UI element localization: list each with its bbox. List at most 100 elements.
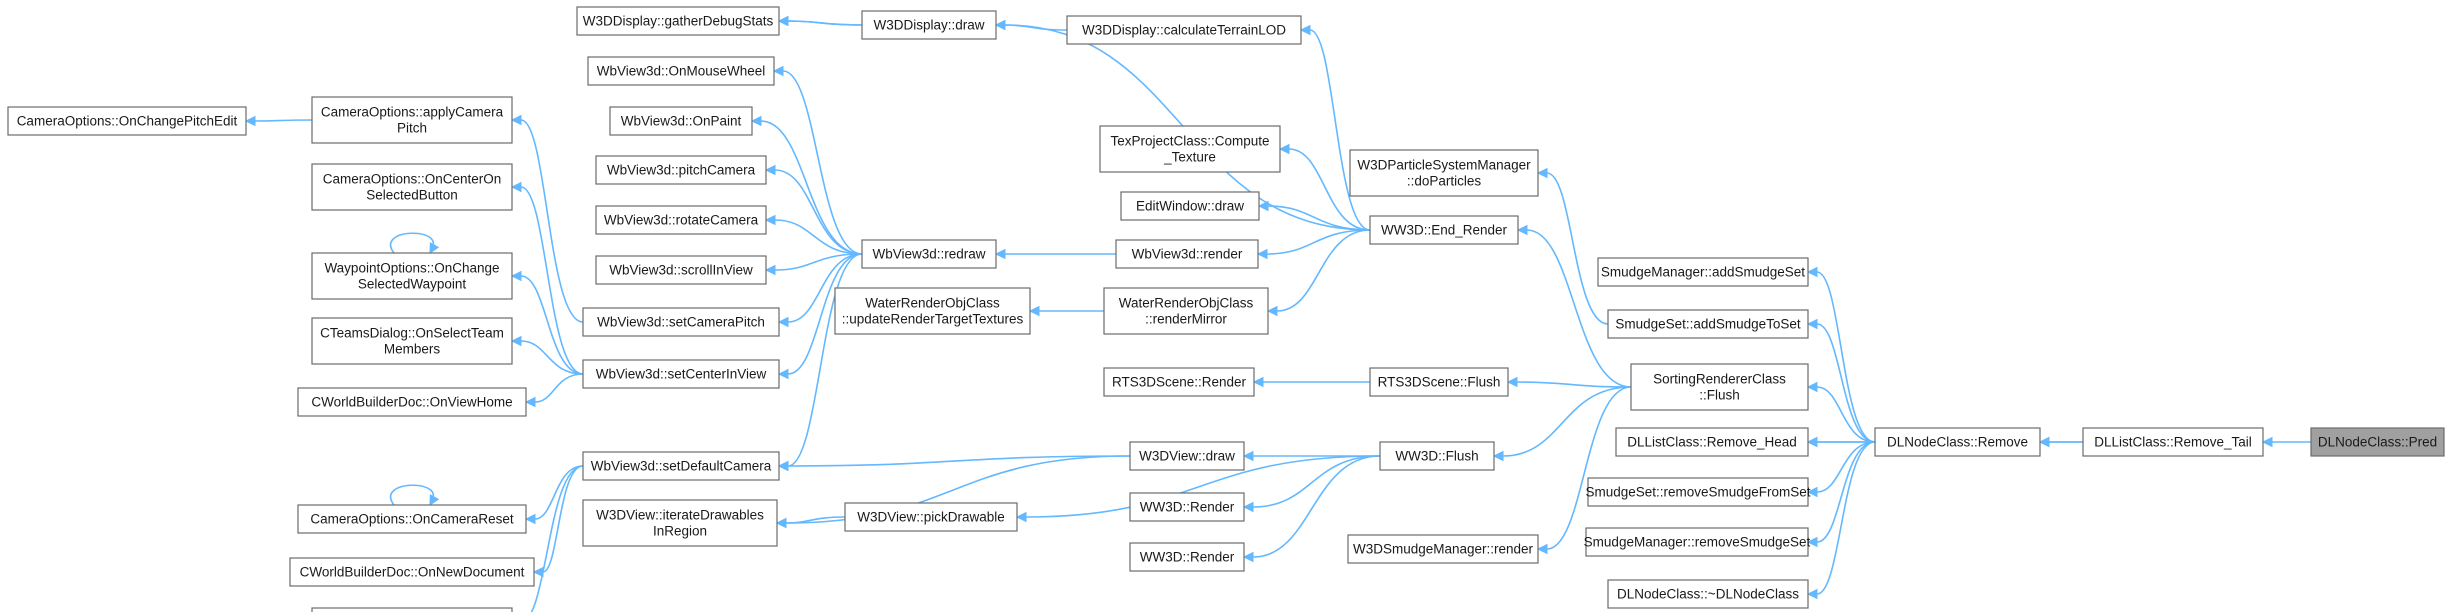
edge-scroll-in-view-to-wb-redraw-arrowhead (764, 264, 776, 276)
node-tex-compute[interactable]: TexProjectClass::Compute_Texture (1099, 125, 1281, 173)
node-edit-draw[interactable]: EditWindow::draw (1120, 191, 1260, 221)
node-on-change-waypoint[interactable]: WaypointOptions::OnChangeSelectedWaypoin… (311, 252, 513, 300)
node-pred[interactable]: DLNodeClass::Pred (2310, 427, 2445, 457)
node-label: SmudgeSet::addSmudgeToSet (1615, 317, 1801, 332)
node-box (1874, 427, 2041, 457)
node-remove[interactable]: DLNodeClass::Remove (1874, 427, 2041, 457)
node-pick-drawable[interactable]: W3DView::pickDrawable (844, 502, 1018, 532)
edge-remove-tail-to-remove-arrowhead (2038, 436, 2050, 448)
node-box (311, 96, 513, 144)
node-add-smudge-set[interactable]: SmudgeManager::addSmudgeSet (1597, 257, 1809, 287)
node-on-view-home[interactable]: CWorldBuilderDoc::OnViewHome (297, 387, 527, 417)
node-box (582, 307, 780, 337)
node-set-camera-pitch[interactable]: WbView3d::setCameraPitch (582, 307, 780, 337)
node-on-new-document[interactable]: CWorldBuilderDoc::OnNewDocument (289, 557, 535, 587)
edge-ww3d-render2-to-ww3d-flush-arrowhead (1242, 551, 1254, 563)
node-particle-mgr[interactable]: W3DParticleSystemManager::doParticles (1349, 149, 1539, 197)
node-dlnode-dtor[interactable]: DLNodeClass::~DLNodeClass (1607, 579, 1809, 609)
node-end-render[interactable]: WW3D::End_Render (1369, 215, 1519, 245)
edge-tex-compute-to-end-render (1288, 148, 1371, 231)
node-label: Pitch (397, 121, 427, 136)
edge-tex-compute-to-end-render-arrowhead (1278, 143, 1290, 155)
node-remove-smudge-from-set[interactable]: SmudgeSet::removeSmudgeFromSet (1585, 477, 1811, 507)
edges-layer (244, 15, 2311, 612)
node-water-mirror[interactable]: WaterRenderObjClass::renderMirror (1103, 287, 1269, 335)
node-label: W3DView::draw (1139, 449, 1235, 464)
node-set-default-camera[interactable]: WbView3d::setDefaultCamera (582, 451, 780, 481)
node-box (311, 607, 513, 612)
node-remove-smudge-set[interactable]: SmudgeManager::removeSmudgeSet (1584, 527, 1811, 557)
node-box (587, 56, 775, 86)
node-sorting-flush[interactable]: SortingRendererClass::Flush (1630, 363, 1809, 411)
node-calc-terrain[interactable]: W3DDisplay::calculateTerrainLOD (1066, 15, 1302, 45)
edge-particle-mgr-to-add-smudge-to-set-arrowhead (1536, 167, 1548, 179)
node-w3d-smudge-render[interactable]: W3DSmudgeManager::render (1347, 534, 1539, 564)
edge-set-default-camera-to-w3dview-draw (787, 455, 1131, 467)
node-label: WW3D::Flush (1395, 449, 1478, 464)
node-display-draw[interactable]: W3DDisplay::draw (861, 10, 997, 40)
node-box (582, 451, 780, 481)
edge-on-view-home-to-set-center-in-view-arrowhead (524, 396, 536, 408)
node-on-camera-reset[interactable]: CameraOptions::OnCameraReset (297, 504, 527, 534)
node-label: DLNodeClass::~DLNodeClass (1617, 587, 1799, 602)
node-label: WbView3d::setCameraPitch (597, 315, 765, 330)
node-label: SelectedWaypoint (358, 277, 467, 292)
edge-on-change-waypoint-to-set-center-in-view-arrowhead (510, 270, 522, 282)
edge-display-draw-to-calc-terrain-arrowhead (994, 19, 1006, 31)
edge-wb-render-to-end-render (1266, 229, 1371, 255)
node-label: WbView3d::scrollInView (609, 263, 753, 278)
edge-set-camera-pitch-to-wb-redraw-arrowhead (777, 316, 789, 328)
node-add-smudge-to-set[interactable]: SmudgeSet::addSmudgeToSet (1607, 309, 1809, 339)
node-remove-head[interactable]: DLListClass::Remove_Head (1615, 427, 1809, 457)
node-on-paint[interactable]: WbView3d::OnPaint (609, 106, 753, 136)
node-rotate-camera[interactable]: WbView3d::rotateCamera (595, 205, 767, 235)
edge-rotate-camera-to-wb-redraw (774, 219, 863, 255)
node-box (297, 504, 527, 534)
node-box (289, 557, 535, 587)
node-pitch-camera[interactable]: WbView3d::pitchCamera (595, 155, 767, 185)
node-water-update[interactable]: WaterRenderObjClass::updateRenderTargetT… (834, 287, 1031, 335)
node-scroll-in-view[interactable]: WbView3d::scrollInView (595, 255, 767, 285)
node-rts-render[interactable]: RTS3DScene::Render (1103, 367, 1255, 397)
node-box (311, 317, 513, 365)
node-box (595, 155, 767, 185)
node-ww3d-render2[interactable]: WW3D::Render (1129, 542, 1245, 572)
node-wb-render[interactable]: WbView3d::render (1115, 239, 1259, 269)
node-box (1349, 149, 1539, 197)
node-serialize[interactable]: CWorldBuilderDoc::Serialize (311, 607, 513, 612)
edge-on-mouse-wheel-to-wb-redraw (782, 70, 863, 255)
node-box (297, 387, 527, 417)
edge-gather-debug-to-display-draw-arrowhead (777, 15, 789, 27)
node-box (2310, 427, 2445, 457)
node-rts-flush[interactable]: RTS3DScene::Flush (1369, 367, 1509, 397)
edge-calc-terrain-to-end-render (1309, 29, 1371, 231)
node-label: W3DDisplay::calculateTerrainLOD (1082, 23, 1286, 38)
edge-set-default-camera-to-wb-redraw (787, 253, 863, 467)
node-on-change-pitch-edit[interactable]: CameraOptions::OnChangePitchEdit (7, 106, 247, 136)
edge-on-paint-to-wb-redraw-arrowhead (750, 115, 762, 127)
node-ww3d-render1[interactable]: WW3D::Render (1129, 492, 1245, 522)
node-wb-redraw[interactable]: WbView3d::redraw (861, 239, 997, 269)
edge-set-default-camera-to-wb-redraw-arrowhead (777, 460, 789, 472)
node-label: CameraOptions::applyCamera (321, 105, 504, 120)
edge-on-change-waypoint-to-on-change-waypoint-arrowhead (429, 242, 440, 254)
node-label: WaterRenderObjClass (1119, 296, 1254, 311)
node-label: WbView3d::redraw (872, 247, 985, 262)
edge-rotate-camera-to-wb-redraw-arrowhead (764, 214, 776, 226)
node-box (1066, 15, 1302, 45)
edge-add-smudge-set-to-remove (1816, 271, 1876, 443)
node-set-center-in-view[interactable]: WbView3d::setCenterInView (582, 359, 780, 389)
node-gather-debug[interactable]: W3DDisplay::gatherDebugStats (576, 6, 780, 36)
edge-water-update-to-water-mirror-arrowhead (1028, 305, 1040, 317)
node-ww3d-flush[interactable]: WW3D::Flush (1379, 441, 1495, 471)
node-box (7, 106, 247, 136)
node-remove-tail[interactable]: DLListClass::Remove_Tail (2082, 427, 2264, 457)
edge-dlnode-dtor-to-remove (1816, 441, 1876, 595)
node-on-mouse-wheel[interactable]: WbView3d::OnMouseWheel (587, 56, 775, 86)
node-w3dview-draw[interactable]: W3DView::draw (1129, 441, 1245, 471)
node-box (1120, 191, 1260, 221)
